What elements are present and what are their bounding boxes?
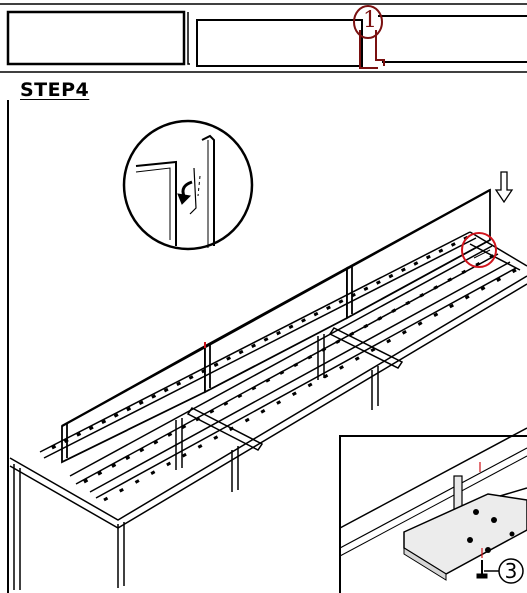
previous-step-reference-number: 1 [363, 8, 377, 33]
down-arrow-icon [494, 171, 514, 204]
callout-circle [498, 558, 524, 584]
clip-highlight-circle [461, 232, 497, 268]
step-title: STEP4 [20, 79, 90, 101]
clamp-reference-icon [353, 5, 385, 69]
panel-outline-middle [196, 19, 363, 67]
frame-rails [9, 231, 527, 529]
detail-inset [339, 427, 527, 593]
bench-desk-drawing [9, 188, 527, 590]
previous-step-strip [0, 3, 527, 73]
zoom-detail-circle [122, 119, 254, 251]
detail-callout-number: 3 [504, 559, 518, 583]
screw-icon [476, 560, 488, 579]
insert-direction-arrow-icon [177, 180, 193, 205]
desk-legs [13, 334, 379, 590]
panel-outline-left [6, 10, 186, 66]
screen-panels [61, 188, 491, 464]
clip-detail-mark [467, 239, 491, 259]
